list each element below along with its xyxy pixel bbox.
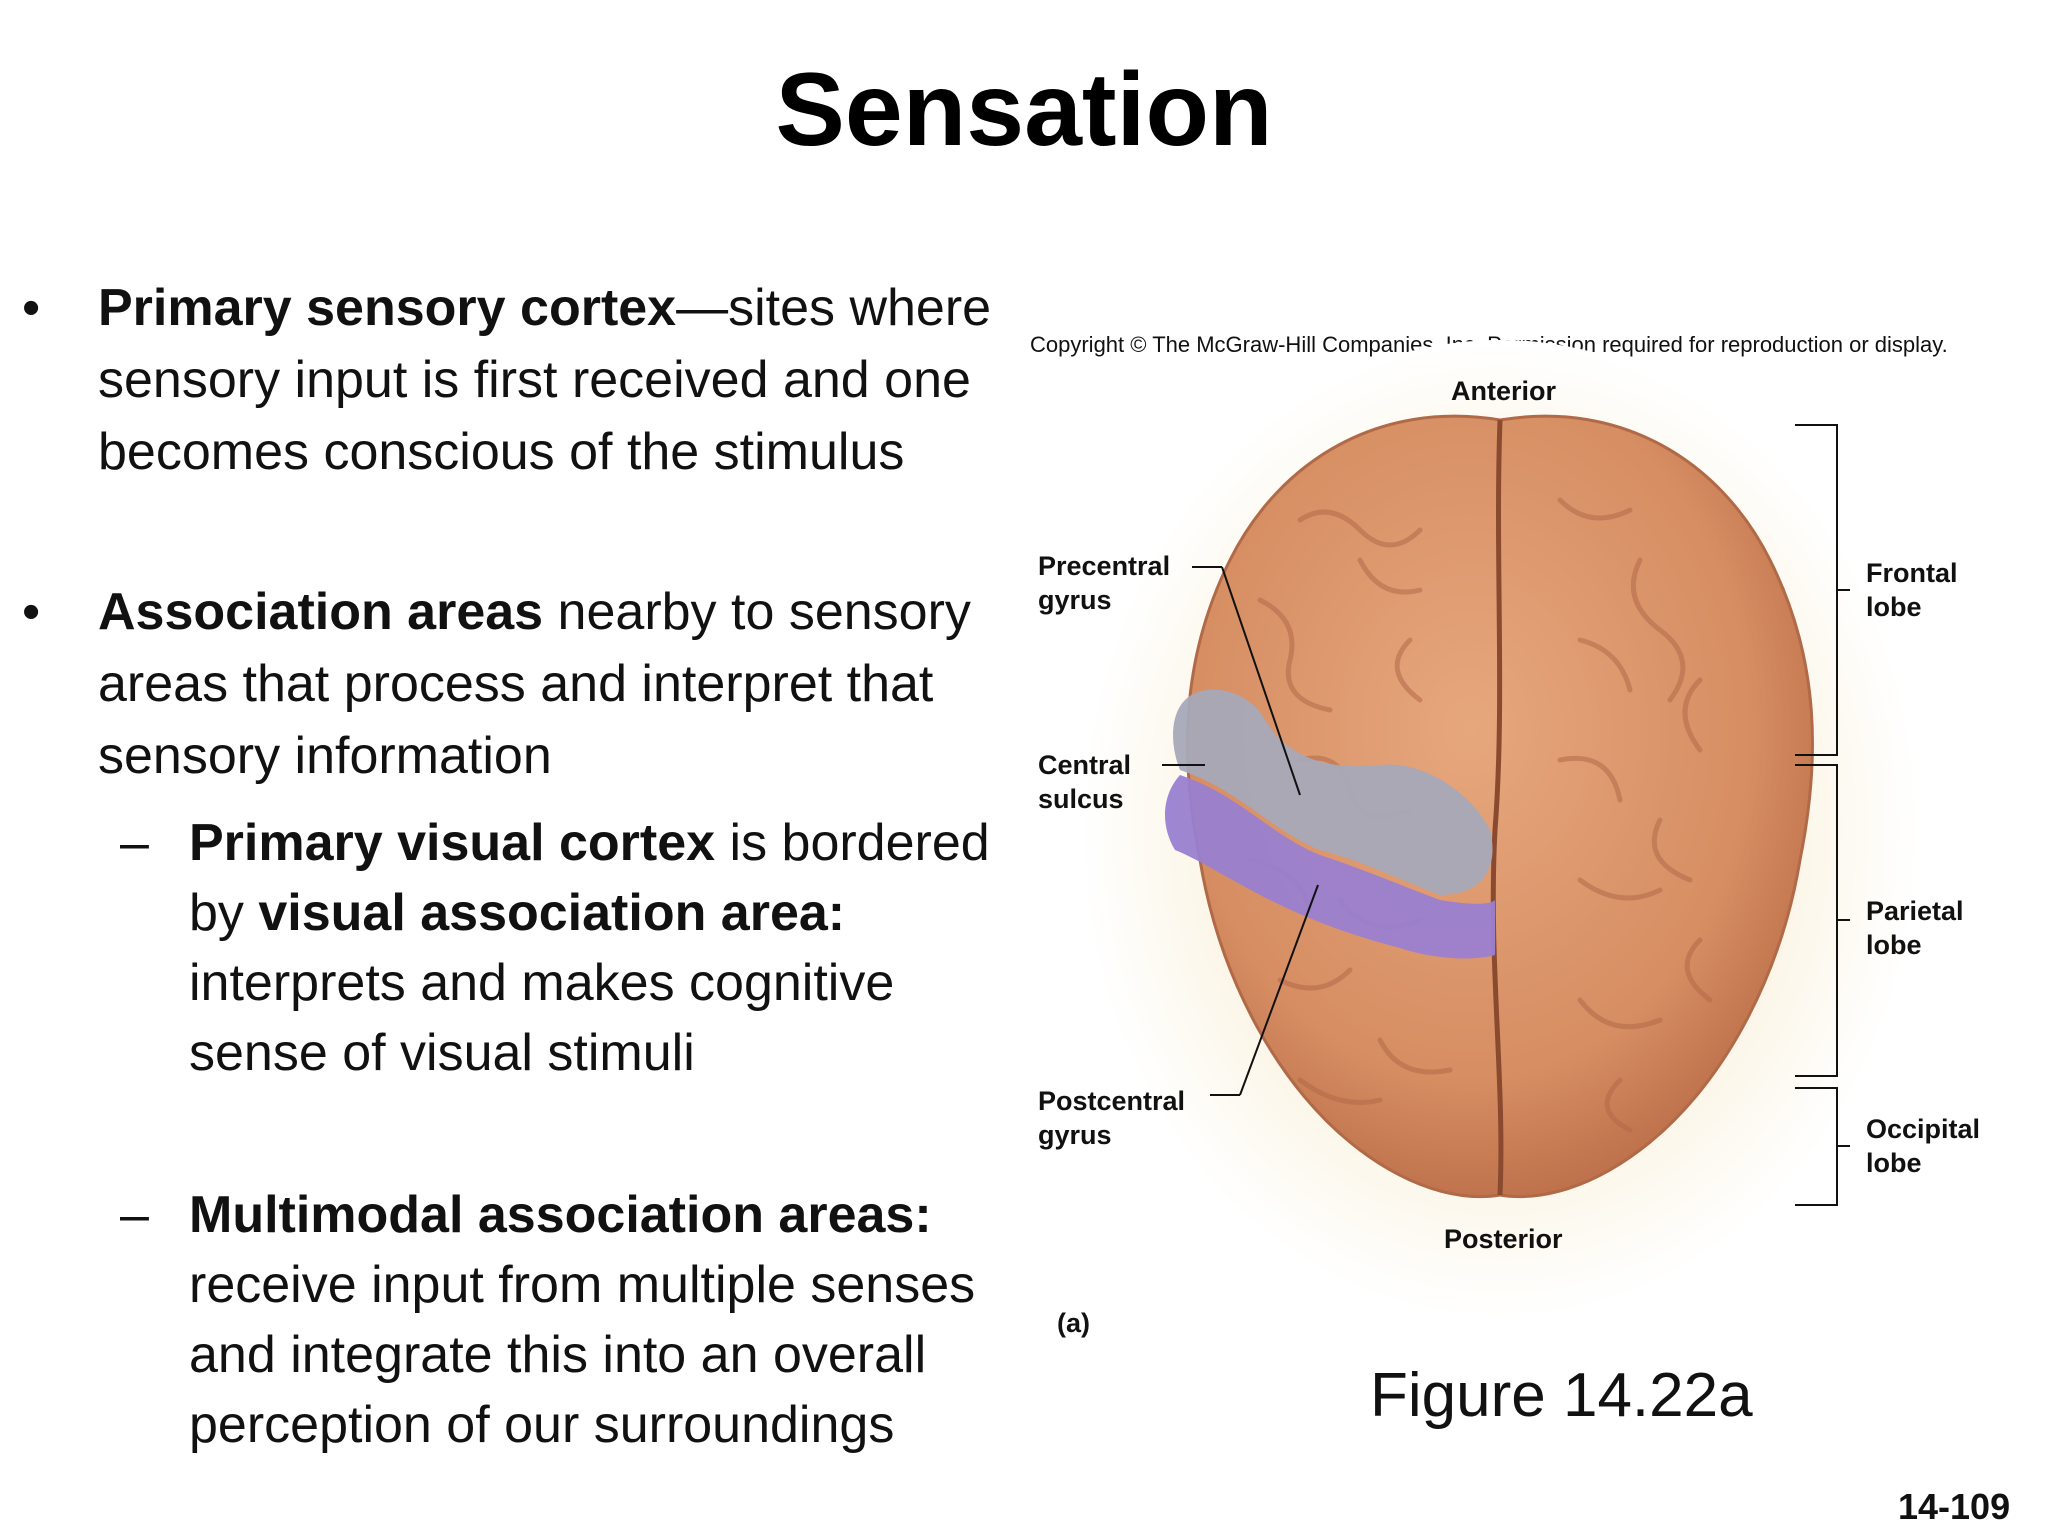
- label-line: Precentral: [1038, 551, 1171, 581]
- label-line: Postcentral: [1038, 1086, 1186, 1116]
- postcentral-leader-line: [1239, 884, 1319, 1096]
- bullet-description: —sites where sensory input is first rece…: [98, 279, 992, 481]
- sub-bullet-term: Primary visual cortex: [189, 814, 716, 872]
- bullet-marker: •: [22, 583, 41, 641]
- label-line: Central: [1038, 750, 1132, 780]
- label-line: gyrus: [1038, 1120, 1112, 1150]
- sub-bullet-description: is bordered by: [189, 814, 990, 942]
- anterior-label: Anterior: [1451, 376, 1557, 406]
- sub-bullet-term-2: visual association area:: [258, 884, 846, 942]
- label-line: lobe: [1866, 930, 1922, 960]
- posterior-label: Posterior: [1444, 1224, 1563, 1254]
- label-line: Parietal: [1866, 896, 1964, 926]
- postcentral-gyrus-highlight: [1164, 775, 1495, 959]
- figure-caption: Figure 14.22a: [1370, 1361, 1753, 1430]
- precentral-gyrus-label: Precentral gyrus: [1038, 549, 1170, 617]
- label-line: lobe: [1866, 592, 1922, 622]
- occipital-lobe-label: Occipital lobe: [1866, 1112, 1980, 1180]
- panel-label: (a): [1057, 1308, 1090, 1338]
- parietal-lobe-label: Parietal lobe: [1866, 894, 1964, 962]
- precentral-gyrus-highlight: [1173, 689, 1493, 895]
- sub-bullet-term: Multimodal association areas:: [189, 1186, 932, 1244]
- bullet-marker: •: [22, 279, 41, 337]
- page-number: 14-109: [1898, 1486, 2011, 1527]
- sub-bullet-text: Primary visual cortex is bordered by vis…: [189, 808, 1029, 1088]
- label-line: gyrus: [1038, 585, 1112, 615]
- precentral-leader-line: [1221, 566, 1301, 796]
- sub-bullet-description-2: interprets and makes cognitive sense of …: [189, 954, 895, 1082]
- dash-marker: –: [120, 814, 149, 872]
- parietal-lobe-bracket: [1795, 764, 1850, 1077]
- bullet-text: Association areas nearby to sensory area…: [98, 576, 1018, 792]
- bullet-term: Primary sensory cortex: [98, 279, 677, 337]
- label-line: sulcus: [1038, 784, 1124, 814]
- frontal-lobe-bracket: [1795, 424, 1850, 756]
- occipital-lobe-bracket: [1795, 1087, 1850, 1206]
- label-line: lobe: [1866, 1148, 1922, 1178]
- brain-figure: [1080, 340, 1920, 1320]
- sub-bullet-description: receive input from multiple senses and i…: [189, 1256, 976, 1454]
- postcentral-gyrus-label: Postcentral gyrus: [1038, 1084, 1185, 1152]
- frontal-lobe-label: Frontal lobe: [1866, 556, 1958, 624]
- central-sulcus-label: Central sulcus: [1038, 748, 1131, 816]
- bullet-term: Association areas: [98, 583, 544, 641]
- dash-marker: –: [120, 1186, 149, 1244]
- slide-title: Sensation: [775, 52, 1273, 168]
- bullet-list: • Primary sensory cortex—sites where sen…: [0, 0, 1020, 1536]
- bullet-text: Primary sensory cortex—sites where senso…: [98, 272, 1018, 488]
- label-line: Occipital: [1866, 1114, 1981, 1144]
- longitudinal-fissure: [1490, 419, 1504, 1196]
- label-line: Frontal: [1866, 558, 1958, 588]
- bullet-description: nearby to sensory areas that process and…: [98, 583, 971, 785]
- sub-bullet-text: Multimodal association areas: receive in…: [189, 1180, 1029, 1460]
